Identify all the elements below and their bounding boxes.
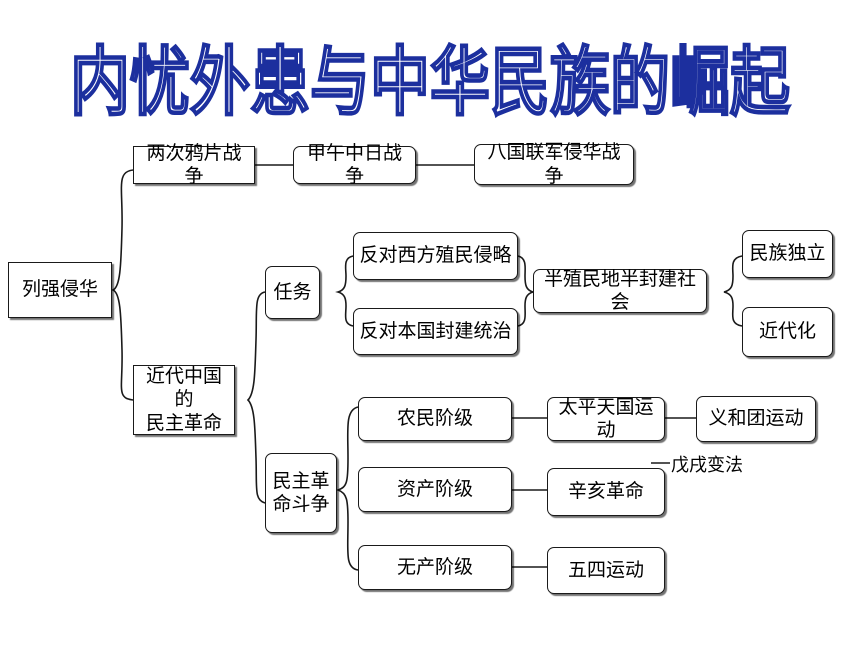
node-jindaihua: 近代化: [742, 307, 833, 357]
node-taiping: 太平天国运动: [547, 396, 665, 441]
title-graphic: 内忧外患与中华民族的崛起: [69, 37, 792, 127]
node-liangci: 两次鸦片战争: [133, 142, 255, 187]
node-wuchan: 无产阶级: [358, 545, 512, 590]
node-zichan: 资产阶级: [358, 467, 512, 512]
page-title: 内忧外患与中华民族的崛起: [70, 38, 791, 126]
brace-banzhimin-right: [723, 255, 743, 327]
label-wuxu: 戊戌变法: [671, 455, 743, 476]
node-jindai: 近代中国的 民主革命: [133, 365, 235, 435]
node-lieqiang: 列强侵华: [8, 262, 112, 318]
node-banzhimin: 半殖民地半封建社会: [533, 268, 707, 313]
node-minzu-duli: 民族独立: [742, 230, 833, 278]
node-yihetuan: 义和团运动: [696, 396, 816, 442]
node-fandui-fengjian: 反对本国封建统治: [353, 308, 518, 355]
node-nongmin: 农民阶级: [358, 397, 512, 441]
brace-fandui-right: [517, 255, 536, 327]
node-jiawu: 甲午中日战争: [293, 142, 416, 187]
node-douzheng: 民主革 命斗争: [265, 453, 337, 533]
brace-jindai: [246, 291, 266, 504]
node-fandui-xifang: 反对西方殖民侵略: [353, 232, 518, 280]
node-xinhai: 辛亥革命: [547, 468, 665, 516]
brace-renwu: [335, 255, 354, 327]
brace-douzheng: [335, 406, 359, 571]
brace-lieqiang: [110, 169, 134, 401]
node-wusi: 五四运动: [547, 547, 665, 594]
node-baguo: 八国联军侵华战争: [474, 141, 634, 187]
node-renwu: 任务: [265, 266, 320, 319]
